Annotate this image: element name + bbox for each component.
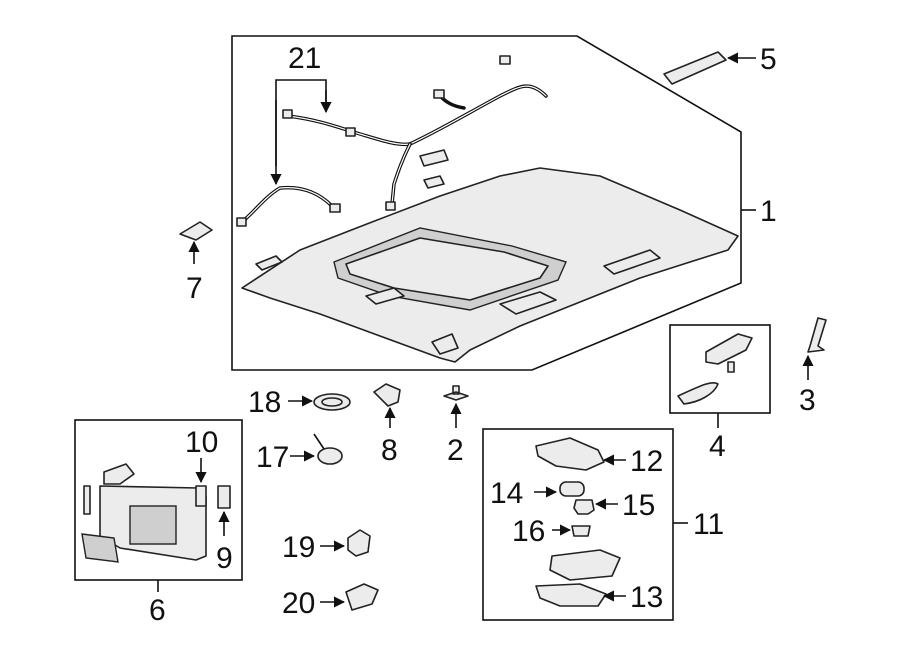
- part-11-lamp-group: 11 12 14 15 16 13: [482, 428, 724, 621]
- part-20-clip: 20: [282, 583, 379, 620]
- callout-4: 4: [709, 430, 726, 463]
- lamp-14-bulb: [559, 481, 585, 497]
- headliner-group: 1: [231, 35, 777, 371]
- callout-13: 13: [630, 581, 663, 614]
- headliner-rear-cutout: [603, 249, 661, 275]
- callout-12: 12: [630, 445, 663, 478]
- lamp-12-housing: [535, 437, 605, 471]
- callout-17: 17: [256, 441, 289, 474]
- part-6-visor-group: 10 9 6: [74, 419, 243, 627]
- visor-rod: [83, 485, 91, 515]
- part-17-grommet: 17: [256, 433, 343, 474]
- callout-7: 7: [186, 272, 203, 305]
- callout-8: 8: [381, 434, 398, 467]
- clip-19-shape: [347, 529, 371, 557]
- screw-3-shape: [807, 317, 827, 353]
- bracket-5-shape: [663, 51, 727, 85]
- part-2-push-pin: 2: [443, 385, 469, 467]
- wiring-harness: [236, 55, 548, 227]
- callout-16: 16: [512, 515, 545, 548]
- part-19-clip: 19: [282, 529, 371, 564]
- callout-1: 1: [760, 195, 777, 228]
- part-4-handle-group: 4: [669, 324, 771, 463]
- lamp-13-bezel: [535, 583, 607, 607]
- part-3-screw: 3: [799, 317, 827, 417]
- callout-5: 5: [760, 43, 777, 76]
- harness-connector-b: [345, 127, 356, 137]
- clip-8-shape: [373, 383, 401, 407]
- callout-15: 15: [622, 489, 655, 522]
- handle-upper: [705, 333, 753, 365]
- lamp-group-frame: [482, 428, 674, 621]
- pad-18-hole: [321, 397, 343, 407]
- headliner-console-cutout: [499, 291, 557, 315]
- part-8-clip: 8: [373, 383, 401, 467]
- callout-2: 2: [447, 434, 464, 467]
- part-10-plug: [195, 485, 207, 507]
- callout-20: 20: [282, 587, 315, 620]
- clip-20-shape: [345, 583, 379, 611]
- harness-drop-wire-core: [391, 143, 411, 205]
- clip-7-shape: [179, 221, 213, 241]
- part-9-insert: [217, 485, 231, 509]
- callout-18: 18: [248, 386, 281, 419]
- callout-21: 21: [288, 42, 321, 75]
- part-7-clip: 7: [179, 221, 213, 305]
- harness-connector-d: [433, 89, 445, 99]
- push-pin-2-shape: [443, 385, 469, 401]
- harness-rear-wire: [240, 185, 334, 224]
- harness-rear-wire-core: [241, 187, 333, 223]
- harness-drop-wire: [390, 142, 412, 206]
- headliner-group-frame: [231, 35, 742, 371]
- callout-19: 19: [282, 531, 315, 564]
- callout-10: 10: [185, 426, 218, 459]
- handle-pin: [727, 361, 735, 373]
- callout-14: 14: [490, 477, 523, 510]
- headliner-panel: [241, 149, 739, 363]
- headliner-lamp-cutout: [365, 287, 405, 305]
- lamp-15-switch: [573, 499, 595, 515]
- headliner-handle-cutout: [255, 255, 283, 271]
- harness-connector-f: [236, 217, 247, 227]
- headliner-visor-cutout: [431, 333, 459, 355]
- callout-3: 3: [799, 384, 816, 417]
- handle-lower: [677, 381, 719, 405]
- harness-connector-a: [282, 109, 293, 119]
- visor-label: [81, 533, 119, 563]
- part-5-bracket: 5: [663, 43, 777, 85]
- headliner-clip-pad-b: [423, 175, 445, 189]
- harness-connector-c: [499, 55, 511, 65]
- part-18-pad: 18: [248, 386, 351, 419]
- grommet-17-head: [317, 447, 343, 465]
- lamp-16-knob: [571, 525, 591, 537]
- callout-6: 6: [149, 594, 166, 627]
- visor-mirror: [129, 505, 177, 545]
- handle-group-frame: [669, 324, 771, 414]
- callout-11: 11: [693, 508, 724, 541]
- harness-connector-g: [329, 203, 341, 213]
- headliner-clip-pad-a: [419, 149, 449, 167]
- harness-connector-e: [385, 201, 396, 211]
- callout-9: 9: [216, 542, 233, 575]
- sunroof-inner: [345, 237, 549, 301]
- lamp-lens: [549, 549, 621, 581]
- visor-bracket: [103, 463, 135, 485]
